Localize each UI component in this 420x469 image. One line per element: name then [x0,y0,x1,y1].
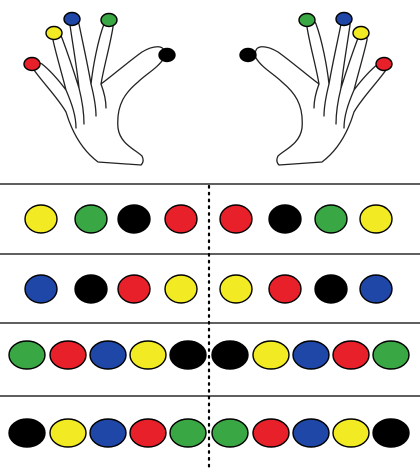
fingertip-dot-blue [64,13,80,26]
pattern-dot-red [165,205,197,233]
pattern-dot-black [170,341,206,369]
pattern-dot-green [9,341,45,369]
fingertip-dot-green [101,14,117,27]
right-hand-outline [255,19,387,165]
pattern-dot-blue [90,419,126,447]
pattern-dot-red [50,341,86,369]
right-fingertip-dots [240,13,392,71]
fingertip-dot-yellow [353,27,369,40]
fingertip-dot-yellow [46,27,62,40]
fingertip-dot-green [299,14,315,27]
pattern-dot-yellow [165,275,197,303]
pattern-dot-black [269,205,301,233]
pattern-dot-yellow [220,275,252,303]
fingertip-dot-black [159,49,175,62]
pattern-dot-green [212,419,248,447]
pattern-dot-blue [360,275,392,303]
pattern-dot-blue [293,419,329,447]
pattern-dot-black [9,419,45,447]
pattern-dot-yellow [50,419,86,447]
left-fingertip-dots [24,13,175,71]
pattern-dot-blue [25,275,57,303]
pattern-dot-green [75,205,107,233]
pattern-dot-blue [90,341,126,369]
pattern-dot-yellow [253,341,289,369]
left-hand-outline [33,19,165,165]
pattern-dot-red [118,275,150,303]
pattern-dot-red [130,419,166,447]
pattern-dot-red [253,419,289,447]
fingertip-dot-red [376,58,392,71]
pattern-dot-yellow [360,205,392,233]
pattern-dot-yellow [333,419,369,447]
fingertip-dot-black [240,49,256,62]
pattern-dot-black [373,419,409,447]
pattern-dot-black [118,205,150,233]
pattern-dot-green [170,419,206,447]
pattern-dot-blue [293,341,329,369]
pattern-dot-black [315,275,347,303]
pattern-dot-green [373,341,409,369]
pattern-dot-yellow [25,205,57,233]
pattern-dot-black [75,275,107,303]
pattern-dot-green [315,205,347,233]
pattern-dot-black [212,341,248,369]
fingertip-dot-blue [336,13,352,26]
pattern-dot-red [269,275,301,303]
fingertip-dot-red [24,58,40,71]
pattern-dot-yellow [130,341,166,369]
pattern-dot-red [333,341,369,369]
pattern-dot-red [220,205,252,233]
